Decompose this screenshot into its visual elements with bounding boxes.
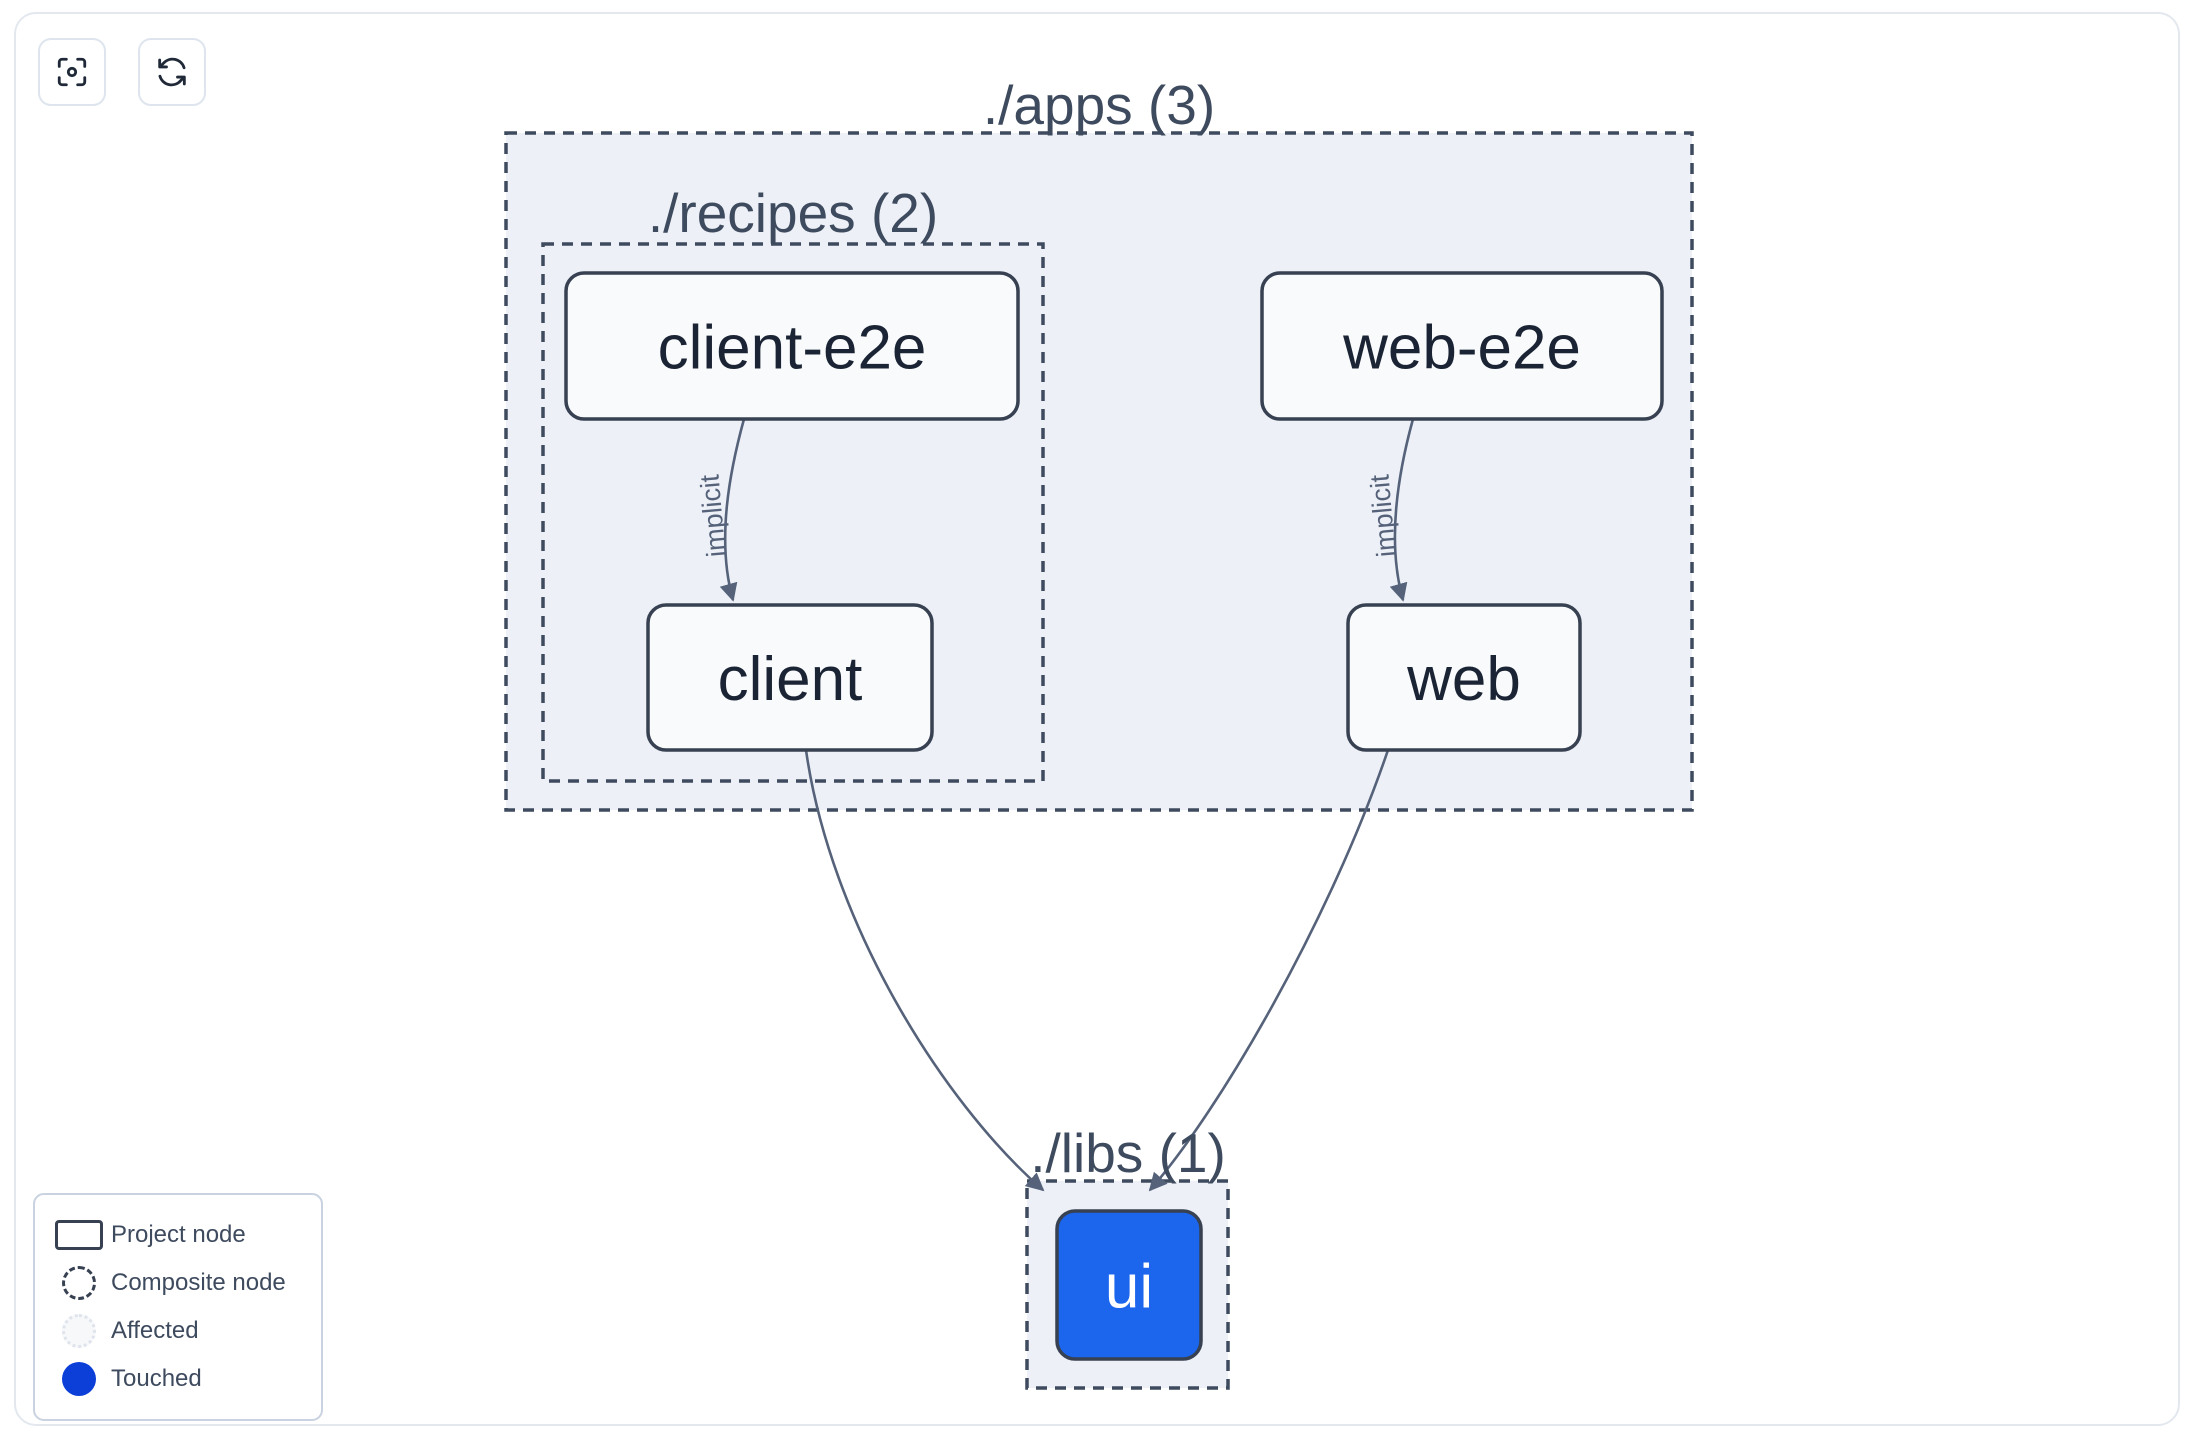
graph-node-label-ui: ui — [1105, 1253, 1153, 1322]
refresh-graph-button[interactable] — [138, 38, 206, 106]
graph-group-label-libs: ./libs (1) — [1030, 1122, 1226, 1184]
graph-toolbar — [38, 38, 206, 106]
graph-edge-label-web-e2e-to-web: implicit — [1364, 473, 1401, 558]
legend-label: Affected — [111, 1317, 199, 1344]
focus-graph-button[interactable] — [38, 38, 106, 106]
graph-node-client[interactable]: client — [646, 603, 934, 752]
legend-label: Project node — [111, 1221, 246, 1248]
graph-node-label-client: client — [718, 645, 863, 714]
graph-node-label-web: web — [1406, 645, 1521, 714]
graph-node-label-web-e2e: web-e2e — [1342, 314, 1581, 383]
composite-node-swatch-icon — [51, 1266, 107, 1300]
graph-edges-layer: implicit implicit — [694, 418, 1415, 1192]
legend-item-affected: Affected — [51, 1307, 303, 1355]
legend-item-composite-node: Composite node — [51, 1259, 303, 1307]
legend-item-project-node: Project node — [51, 1211, 303, 1259]
graph-group-labels-layer: ./apps (3) ./recipes (2) ./libs (1) — [648, 74, 1226, 1184]
graph-node-web-e2e[interactable]: web-e2e — [1260, 271, 1664, 421]
graph-group-label-recipes: ./recipes (2) — [648, 182, 938, 244]
graph-legend: Project node Composite node Affected Tou… — [33, 1193, 323, 1421]
touched-swatch-icon — [51, 1362, 107, 1396]
graph-edge-client-e2e-to-client[interactable] — [719, 418, 746, 602]
graph-node-web[interactable]: web — [1346, 603, 1582, 752]
graph-node-box — [646, 603, 934, 752]
legend-item-touched: Touched — [51, 1355, 303, 1403]
graph-node-ui[interactable]: ui — [1055, 1209, 1203, 1361]
graph-edge-web-e2e-to-web[interactable] — [1389, 418, 1415, 602]
legend-label: Touched — [111, 1365, 202, 1392]
graph-node-box — [1260, 271, 1664, 421]
focus-icon — [55, 55, 89, 89]
graph-edge-label-client-e2e-to-client: implicit — [694, 473, 731, 558]
graph-edge-client-to-ui[interactable] — [804, 749, 1045, 1192]
graph-node-box — [1055, 1209, 1203, 1361]
graph-edge-web-to-ui[interactable] — [1148, 749, 1390, 1192]
graph-group-label-apps: ./apps (3) — [983, 74, 1215, 136]
graph-node-label-client-e2e: client-e2e — [658, 314, 927, 383]
refresh-icon — [155, 55, 189, 89]
affected-swatch-icon — [51, 1314, 107, 1348]
graph-node-box — [564, 271, 1020, 421]
project-node-swatch-icon — [51, 1220, 107, 1250]
graph-node-box — [1346, 603, 1582, 752]
graph-node-client-e2e[interactable]: client-e2e — [564, 271, 1020, 421]
graph-nodes-layer: client-e2e web-e2e client web ui — [564, 271, 1664, 1361]
legend-label: Composite node — [111, 1269, 286, 1296]
